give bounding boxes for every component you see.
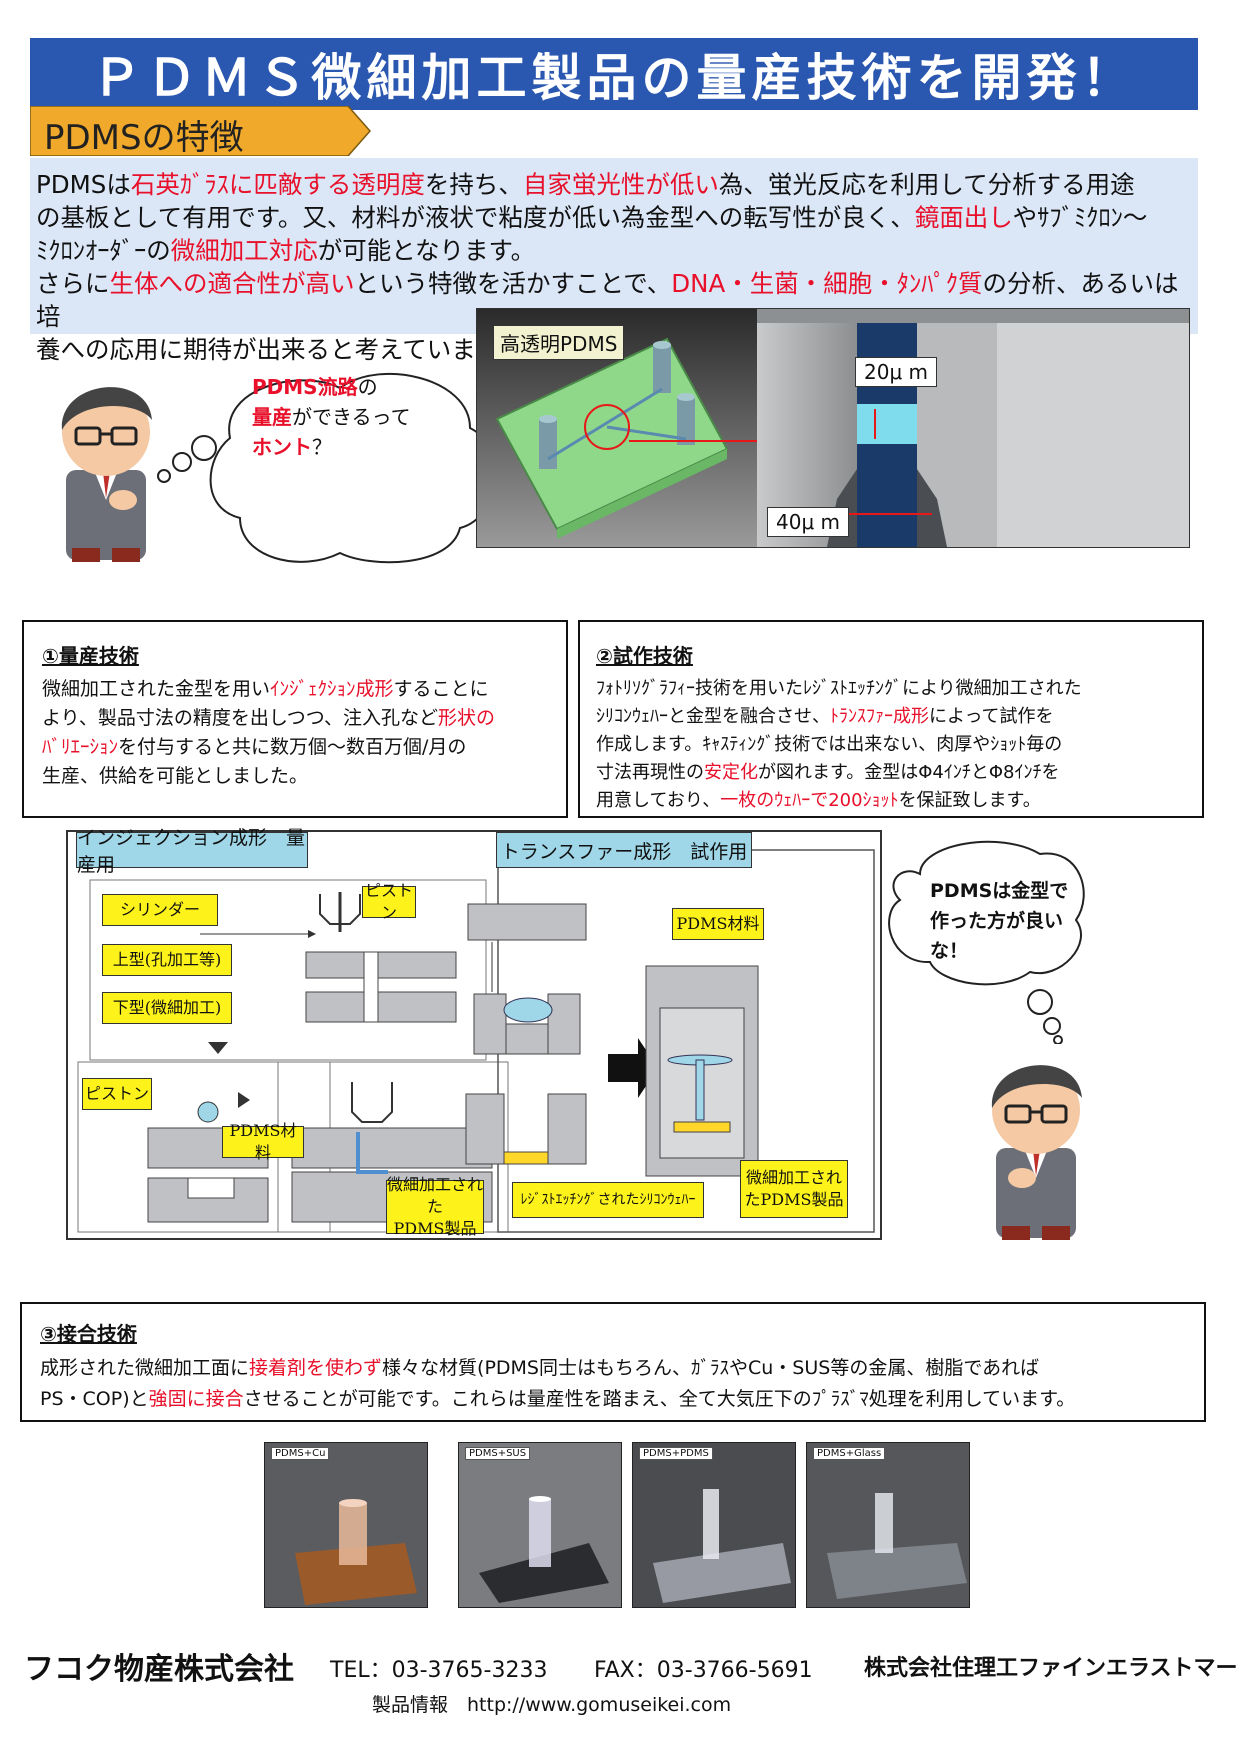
photo-label: PDMS+SUS — [465, 1447, 531, 1460]
tech3-heading: ③接合技術 — [40, 1322, 137, 1346]
tech1-text: 微細加工された金型を用いｲﾝｼﾞｪｸｼｮﾝ成形することに より、製品寸法の精度を… — [42, 678, 495, 787]
product-label-right: 微細加工されたPDMS製品 — [740, 1160, 848, 1218]
photo-label: PDMS+PDMS — [639, 1447, 713, 1460]
bubble-right-text: PDMSは金型で 作った方が良い な！ — [930, 880, 1069, 962]
injection-tab: インジェクション成形 量産用 — [76, 827, 308, 876]
upper-mold-label: 上型(孔加工等) — [102, 944, 232, 976]
company-left: フコク物産株式会社 — [24, 1652, 294, 1687]
businessman-illustration-left — [61, 387, 152, 562]
photo-pdms-glass: PDMS+Glass — [806, 1442, 970, 1608]
pdms-sample — [653, 1489, 791, 1603]
cylinder-label: シリンダー — [102, 894, 218, 926]
dim-20um: 20μ m — [855, 357, 938, 387]
thought-bubble-left — [157, 373, 497, 564]
mass-production-box: ①量産技術 微細加工された金型を用いｲﾝｼﾞｪｸｼｮﾝ成形することに より、製品… — [22, 620, 568, 818]
resist-wafer-label: ﾚｼﾞｽﾄｴｯﾁﾝｸﾞされたｼﾘｺﾝｳｪﾊｰ — [512, 1182, 704, 1218]
lower-mold-label: 下型(微細加工) — [102, 992, 232, 1024]
product-info-link[interactable]: 製品情報 http://www.gomuseikei.com — [372, 1694, 732, 1716]
piston-label-top: ピストン — [362, 881, 416, 922]
pdms-label: 高透明PDMS — [493, 325, 625, 360]
tech2-heading: ②試作技術 — [596, 644, 693, 668]
prototype-box: ②試作技術 ﾌｫﾄﾘｿｸﾞﾗﾌｨｰ技術を用いたﾚｼﾞｽﾄｴｯﾁﾝｸﾞにより微細加… — [578, 620, 1204, 818]
photo-label: PDMS+Cu — [271, 1447, 330, 1460]
intro-text: PDMSは石英ｶﾞﾗｽに匹敵する透明度を持ち、自家蛍光性が低い為、蛍光反応を利用… — [30, 158, 1198, 364]
section-tab-label: PDMSの特徴 — [44, 118, 244, 158]
fax: FAX：03-3766-5691 — [594, 1658, 813, 1683]
tech3-text: 成形された微細加工面に接着剤を使わず様々な材質(PDMS同士はもちろん、ｶﾞﾗｽ… — [40, 1357, 1076, 1410]
photo-pdms-pdms: PDMS+PDMS — [632, 1442, 796, 1608]
dim-40um: 40μ m — [767, 507, 850, 537]
piston-label-bottom: ピストン — [82, 1078, 152, 1110]
tab-arrow-shape — [29, 105, 371, 157]
company-right: 株式会社住理工ファインエラストマー — [864, 1656, 1238, 1681]
glass-sample — [827, 1493, 967, 1599]
businessman-illustration-right — [991, 1065, 1082, 1240]
tech1-heading: ①量産技術 — [42, 644, 139, 668]
section-tab: PDMSの特徴 — [29, 105, 372, 158]
tel: TEL：03-3765-3233 — [330, 1658, 548, 1683]
photo-pdms-cu: PDMS+Cu — [264, 1442, 428, 1608]
bubble-left-text: PDMS流路の 量産ができるって ホント？ — [252, 375, 411, 459]
sus-sample — [479, 1496, 609, 1603]
page-title: ＰＤＭＳ微細加工製品の量産技術を開発！ — [30, 38, 1198, 110]
molding-diagram: インジェクション成形 量産用 トランスファー成形 試作用 シリンダー ピストン … — [66, 827, 882, 1240]
photo-label: PDMS+Glass — [813, 1447, 886, 1460]
pdms-material-label-left: PDMS材料 — [222, 1121, 304, 1162]
product-label-left: 微細加工された PDMS製品 — [386, 1175, 484, 1238]
tech2-text: ﾌｫﾄﾘｿｸﾞﾗﾌｨｰ技術を用いたﾚｼﾞｽﾄｴｯﾁﾝｸﾞにより微細加工された ｼ… — [596, 678, 1082, 811]
bonding-box: ③接合技術 成形された微細加工面に接着剤を使わず様々な材質(PDMS同士はもちろ… — [20, 1302, 1206, 1422]
cu-sample — [295, 1499, 417, 1605]
thought-bubble-right — [888, 840, 1085, 1044]
transfer-tab: トランスファー成形 試作用 — [496, 832, 752, 868]
pdms-material-label-right: PDMS材料 — [672, 908, 764, 940]
pdms-channel-image: 高透明PDMS 20μ m 40μ m — [476, 308, 1190, 548]
photo-pdms-sus: PDMS+SUS — [458, 1442, 622, 1608]
